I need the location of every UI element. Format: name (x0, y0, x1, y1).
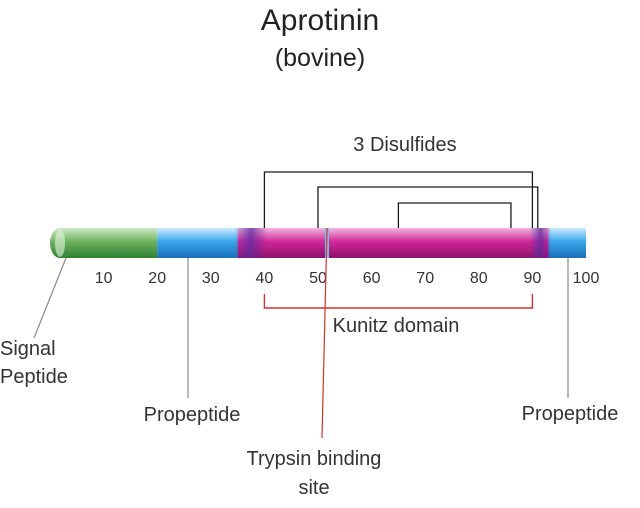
trypsin-site-label-line1: Trypsin binding (247, 448, 382, 470)
propeptide-c-label: Propeptide (522, 403, 619, 425)
bar-left-cap-highlight (55, 229, 65, 257)
kunitz-domain-label: Kunitz domain (333, 315, 460, 337)
kunitz-domain-bracket (263, 294, 534, 309)
tick-label: 60 (363, 270, 381, 287)
disulfides-label: 3 Disulfides (353, 134, 456, 156)
signal-peptide-label-line1: Signal (0, 338, 56, 360)
tick-label: 10 (95, 270, 113, 287)
domain-boundary-blend-1 (234, 228, 268, 258)
tick-label: 30 (202, 270, 220, 287)
tick-label: 50 (309, 270, 327, 287)
trypsin-site-label-line2: site (298, 477, 329, 499)
propeptide-n-segment (157, 228, 238, 258)
disulfide-bond-1 (263, 171, 534, 228)
tick-label: 90 (524, 270, 542, 287)
position-ticks: 10 20 30 40 50 60 70 80 90 100 (95, 270, 600, 287)
disulfide-bond-3 (397, 202, 512, 228)
propeptide-c-segment (548, 228, 586, 258)
signal-peptide-label-line2: Peptide (0, 366, 68, 388)
tick-label: 40 (256, 270, 274, 287)
diagram-subtitle: (bovine) (274, 44, 366, 72)
mature-domain-segment (237, 228, 549, 258)
tick-label: 70 (416, 270, 434, 287)
disulfide-bonds (263, 171, 539, 228)
propeptide-n-label: Propeptide (144, 404, 241, 426)
trypsin-site-leader (321, 227, 328, 439)
tick-label: 20 (148, 270, 166, 287)
tick-label: 80 (470, 270, 488, 287)
domain-boundary-blend-2 (529, 228, 552, 258)
signal-peptide-segment (60, 228, 158, 258)
sequence-bar (50, 228, 586, 258)
signal-peptide-leader (33, 257, 67, 339)
disulfide-bond-2 (317, 186, 539, 228)
tick-label: 100 (573, 270, 600, 287)
diagram-title: Aprotinin (260, 4, 380, 37)
